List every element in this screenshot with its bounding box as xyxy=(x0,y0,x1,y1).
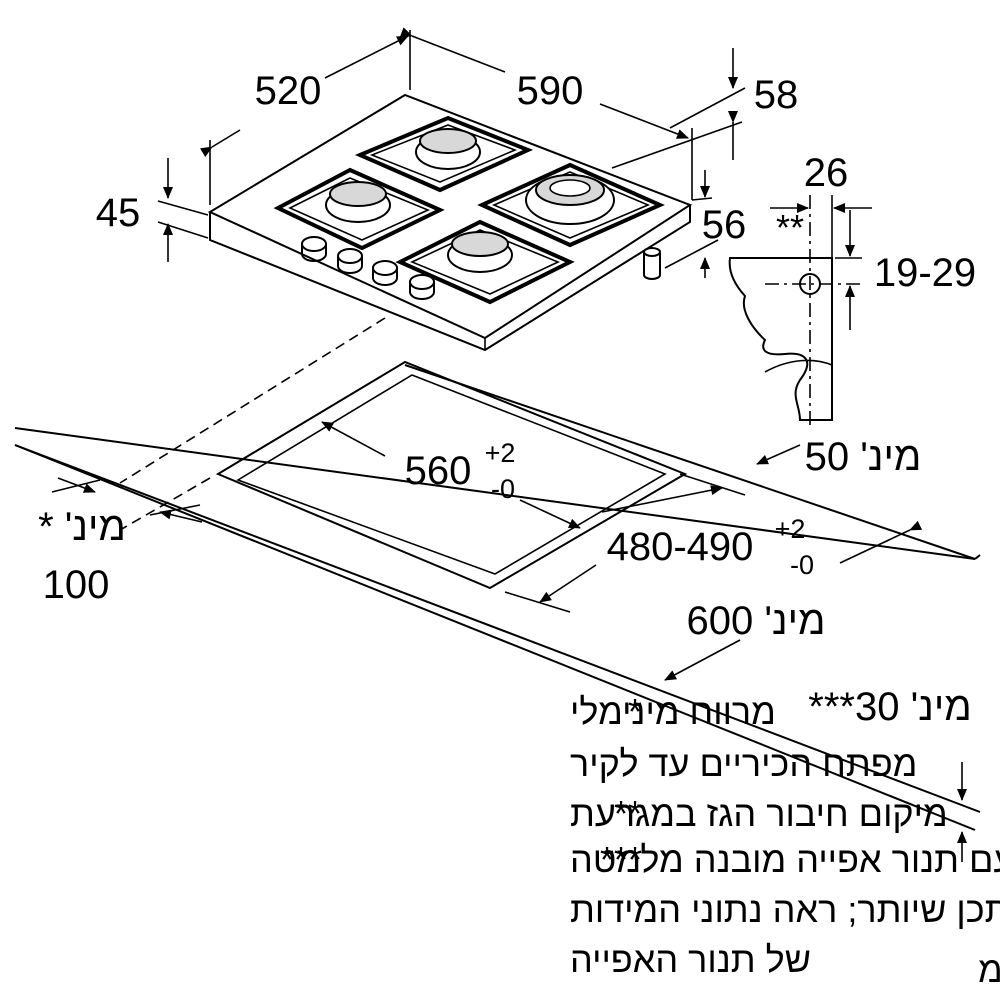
burner-front xyxy=(447,231,513,273)
gas-connector xyxy=(643,247,661,280)
legend-line: ייתכן שיותר; ראה נתוני המידות xyxy=(570,889,1000,930)
burner-right-wok xyxy=(525,174,615,225)
knob xyxy=(409,274,435,300)
legend-line: של תנור האפייה xyxy=(570,939,811,980)
legend-mark-2: ** xyxy=(614,793,642,834)
label-knob-offset-58: 58 xyxy=(754,73,799,117)
label-height-45: 45 xyxy=(96,191,141,235)
pan-support-left xyxy=(273,167,445,251)
units-note: מידות במ"מ xyxy=(978,949,1000,990)
label-depth-520: 520 xyxy=(255,69,322,113)
knob xyxy=(372,260,398,286)
dimension-labels: 520 590 58 45 56 26 ** 19-29 מינ' 50 560… xyxy=(38,69,976,729)
burner-rear xyxy=(415,128,481,170)
hob-dimension-lines xyxy=(157,27,746,278)
gas-connection-detail xyxy=(728,195,872,430)
countertop xyxy=(14,317,981,831)
label-side-min-line1: מינ' * xyxy=(38,505,126,549)
svg-text:+2: +2 xyxy=(775,514,806,544)
label-side-min-line2: 100 xyxy=(43,563,110,607)
legend: * מרווח מינימלי מפתח הכיריים עד לקיר ** … xyxy=(570,691,1000,980)
label-gas-offset-26: 26 xyxy=(804,151,849,195)
control-knobs xyxy=(301,236,435,300)
label-cutout-width: 560 +2 -0 xyxy=(405,438,516,504)
legend-line: עם תנור אפייה מובנה מלמטה xyxy=(570,839,1000,880)
svg-text:-0: -0 xyxy=(491,474,515,504)
label-rear-min: מינ' 50 xyxy=(805,435,922,479)
legend-line: מיקום חיבור הגז במגרעת xyxy=(570,793,948,834)
cutout xyxy=(215,360,688,590)
svg-text:+2: +2 xyxy=(485,438,516,468)
knob xyxy=(301,236,327,262)
knob xyxy=(337,248,363,274)
legend-line: מרווח מינימלי xyxy=(570,691,776,732)
svg-text:480-490: 480-490 xyxy=(607,525,754,569)
hob-drawing xyxy=(207,93,693,352)
legend-line: מפתח הכיריים עד לקיר xyxy=(570,743,917,784)
burner-left xyxy=(325,181,391,223)
label-oven-min: מינ' 30*** xyxy=(808,685,971,729)
label-gas-height-range: 19-29 xyxy=(874,251,976,295)
legend-mark-1: * xyxy=(628,691,642,732)
svg-text:-0: -0 xyxy=(790,550,814,580)
svg-text:560: 560 xyxy=(405,449,472,493)
label-gas-note-mark: ** xyxy=(776,207,804,248)
legend-mark-3: *** xyxy=(600,839,642,880)
cutout-dimension-lines xyxy=(51,421,967,862)
label-leg-height-56: 56 xyxy=(702,203,747,247)
label-front-min: מינ' 600 xyxy=(687,599,826,643)
label-cutout-depth: 480-490 +2 -0 xyxy=(607,514,814,580)
label-width-590: 590 xyxy=(517,69,584,113)
